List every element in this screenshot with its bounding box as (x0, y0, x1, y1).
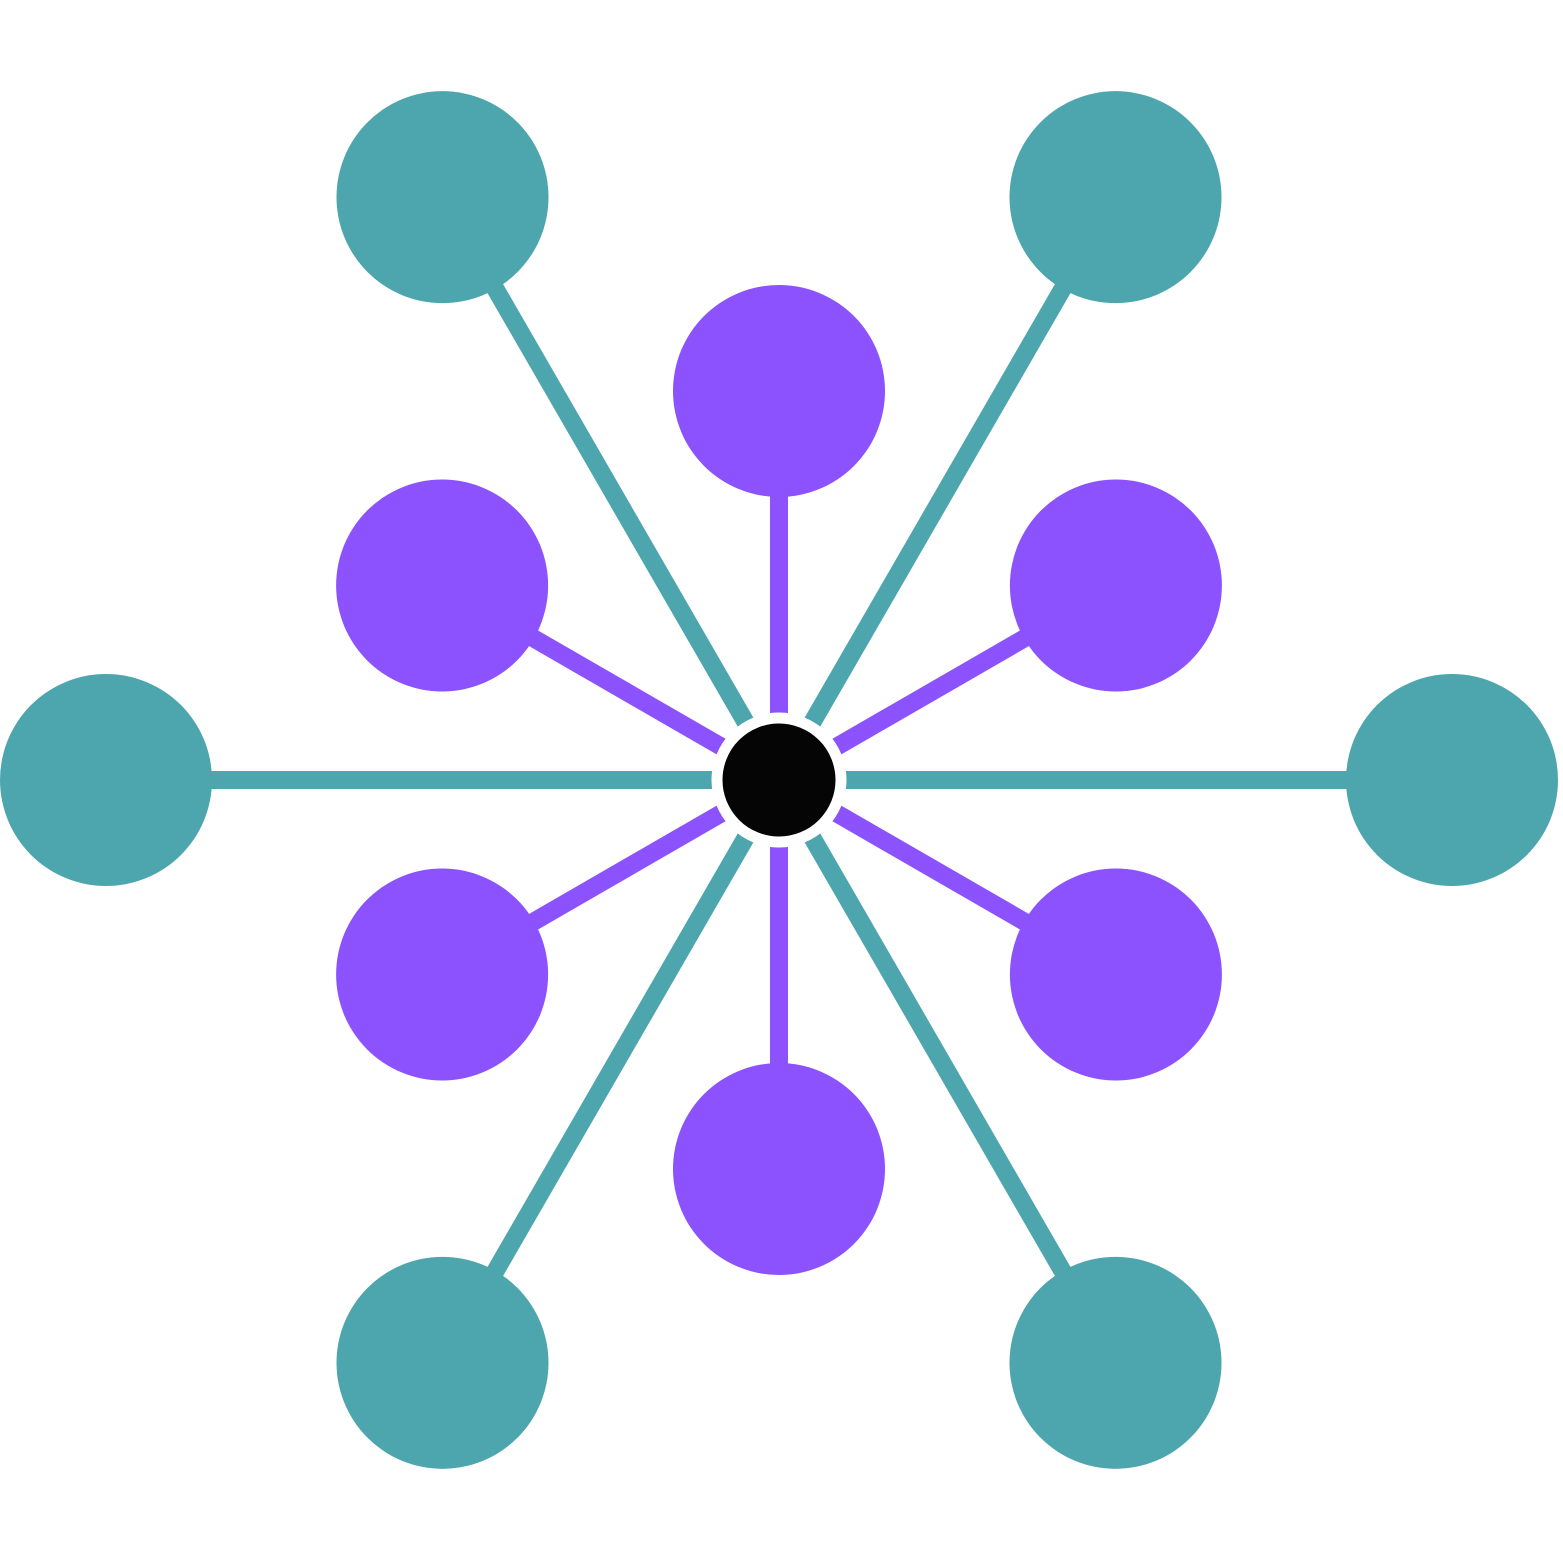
inner-node (1009, 868, 1222, 1081)
outer-edge (434, 775, 787, 1368)
inner-node (673, 1063, 885, 1275)
outer-node (336, 91, 549, 304)
outer-node (1009, 91, 1222, 304)
inner-node (336, 868, 549, 1081)
outer-node (336, 1256, 549, 1469)
outer-edge (434, 192, 787, 785)
inner-node (673, 285, 885, 497)
outer-node (1009, 1256, 1222, 1469)
outer-node (1346, 674, 1558, 886)
outer-node (0, 674, 212, 886)
outer-edge (771, 192, 1124, 785)
outer-edge (771, 775, 1124, 1368)
inner-node (1009, 479, 1222, 692)
nodes (0, 91, 1558, 1469)
hub-node (711, 712, 847, 848)
inner-node (336, 479, 549, 692)
